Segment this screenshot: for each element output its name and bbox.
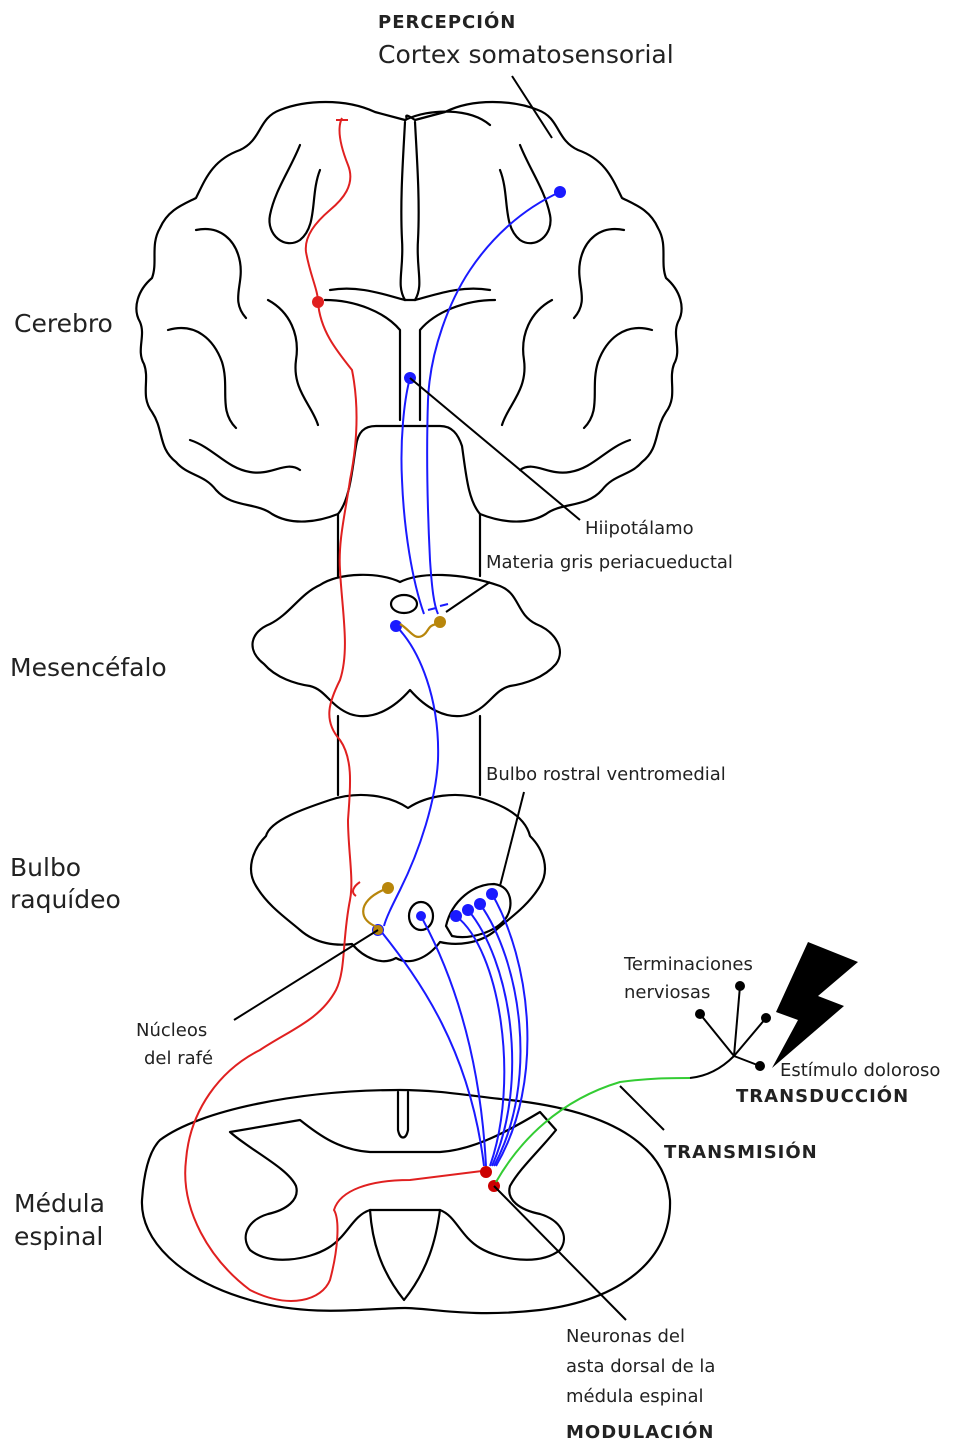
midbrain-section <box>253 514 560 716</box>
spinal-cord-section <box>142 1090 670 1313</box>
perception-heading: PERCEPCIÓN <box>378 11 516 33</box>
neuronas-label-line1: Neuronas del <box>566 1326 685 1347</box>
rvm-neuron-dot-3 <box>474 898 486 910</box>
cerebro-label: Cerebro <box>14 309 113 338</box>
brain-section <box>136 102 681 522</box>
leader-lines <box>234 76 664 1320</box>
rvm-neuron-dot-2 <box>462 904 474 916</box>
nerve-ending-dot-2 <box>735 981 745 991</box>
terminaciones-label-line2: nerviosas <box>624 982 710 1003</box>
transduccion-heading: TRANSDUCCIÓN <box>736 1085 909 1107</box>
dorsal-horn-neuron-red-dot <box>480 1166 492 1178</box>
mesencefalo-label: Mesencéfalo <box>10 653 167 682</box>
modulacion-heading: MODULACIÓN <box>566 1421 714 1443</box>
estimulo-label: Estímulo doloroso <box>780 1060 940 1081</box>
hipotalamo-label: Hiipotálamo <box>585 518 694 539</box>
medulla-blue-dot <box>416 911 426 921</box>
rvm-neuron-dot-1 <box>450 910 462 922</box>
neuronas-label-line3: médula espinal <box>566 1386 704 1407</box>
bulbo-label-line2: raquídeo <box>10 885 121 914</box>
medula-label-line1: Médula <box>14 1189 105 1218</box>
medula-label-line2: espinal <box>14 1222 103 1251</box>
materia-gris-label: Materia gris periacueductal <box>486 552 733 573</box>
neuronas-label-line2: asta dorsal de la <box>566 1356 715 1377</box>
cortex-label: Cortex somatosensorial <box>378 40 674 69</box>
nerve-ending-dot-4 <box>755 1061 765 1071</box>
pag-interneuron-dot <box>434 616 446 628</box>
lightning-bolt-icon <box>772 942 858 1068</box>
nucleos-label-line2: del rafé <box>144 1048 213 1069</box>
transmision-heading: TRANSMISIÓN <box>664 1141 818 1163</box>
rvm-neuron-dot-4 <box>486 888 498 900</box>
bulbo-rostral-label: Bulbo rostral ventromedial <box>486 764 726 785</box>
bulbo-label-line1: Bulbo <box>10 853 81 882</box>
terminaciones-label-line1: Terminaciones <box>623 954 753 975</box>
raphe-interneuron-dot <box>382 882 394 894</box>
midbrain-blue-neuron-dot <box>390 620 402 632</box>
somatosensory-neuron-dot <box>554 186 566 198</box>
ascending-pathway <box>372 186 566 1166</box>
nerve-ending-dot-3 <box>761 1013 771 1023</box>
nerve-ending-dot-1 <box>695 1009 705 1019</box>
medulla-section <box>251 716 545 961</box>
interneurons <box>363 616 446 935</box>
cortical-neuron-red-dot <box>312 296 324 308</box>
nucleos-label-line1: Núcleos <box>136 1020 207 1041</box>
